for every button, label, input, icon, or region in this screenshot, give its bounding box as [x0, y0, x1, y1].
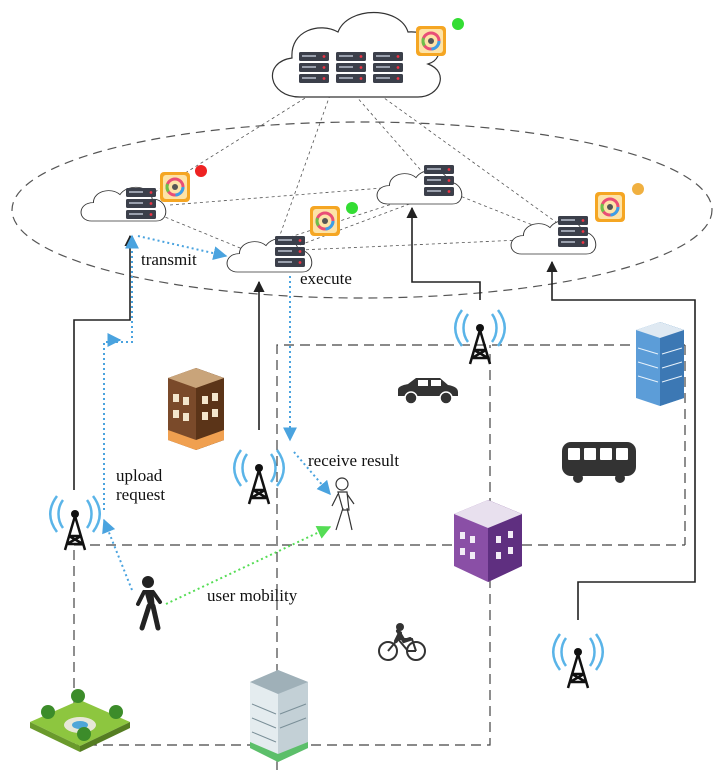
cell-tower-icon [552, 632, 604, 690]
building-icon [168, 368, 224, 450]
server-rack-icon [558, 216, 588, 247]
app-service-icon [593, 190, 627, 224]
upload-request-label-line2: request [116, 485, 165, 504]
server-rack-icon [275, 236, 305, 267]
status-dot [346, 202, 358, 214]
transmit-label: transmit [141, 250, 197, 269]
server-rack-icon [424, 165, 454, 196]
uplinks [73, 206, 696, 620]
status-dot [632, 183, 644, 195]
user-mobility-arrow [165, 526, 332, 605]
person-walking-icon [331, 477, 355, 531]
cloud-icon [510, 219, 597, 255]
building-icon [454, 500, 522, 582]
server-rack-icon [336, 52, 366, 83]
edge-layer-ellipse [11, 121, 713, 299]
building-icon [636, 322, 684, 406]
task-flow [102, 234, 331, 591]
server-rack-icon [126, 188, 156, 219]
edge-node-upper-right [376, 165, 463, 205]
central-cloud [272, 12, 464, 98]
app-service-icon [414, 24, 448, 58]
cell-tower-icon [49, 494, 101, 552]
app-service-icon [308, 204, 342, 238]
status-dot [195, 165, 207, 177]
cell-tower-icon [454, 308, 506, 366]
status-dot [452, 18, 464, 30]
person-walking-icon [138, 576, 160, 628]
edge-node-left [80, 165, 207, 222]
user-mobility-label: user mobility [207, 586, 298, 605]
edge-node-center [226, 202, 358, 273]
cell-tower-icon [233, 448, 285, 506]
edge-node-right [510, 183, 644, 255]
bus-icon [562, 442, 636, 483]
server-rack-icon [299, 52, 329, 83]
app-service-icon [158, 170, 192, 204]
network-links [149, 94, 561, 251]
building-icon [250, 670, 308, 762]
upload-request-label-line1: upload [116, 466, 163, 485]
execute-label: execute [300, 269, 352, 288]
bicycle-icon [378, 623, 426, 661]
park-icon [30, 689, 130, 752]
car-icon [398, 378, 458, 405]
server-rack-icon [373, 52, 403, 83]
road-network [73, 344, 686, 770]
receive-result-label: receive result [308, 451, 399, 470]
